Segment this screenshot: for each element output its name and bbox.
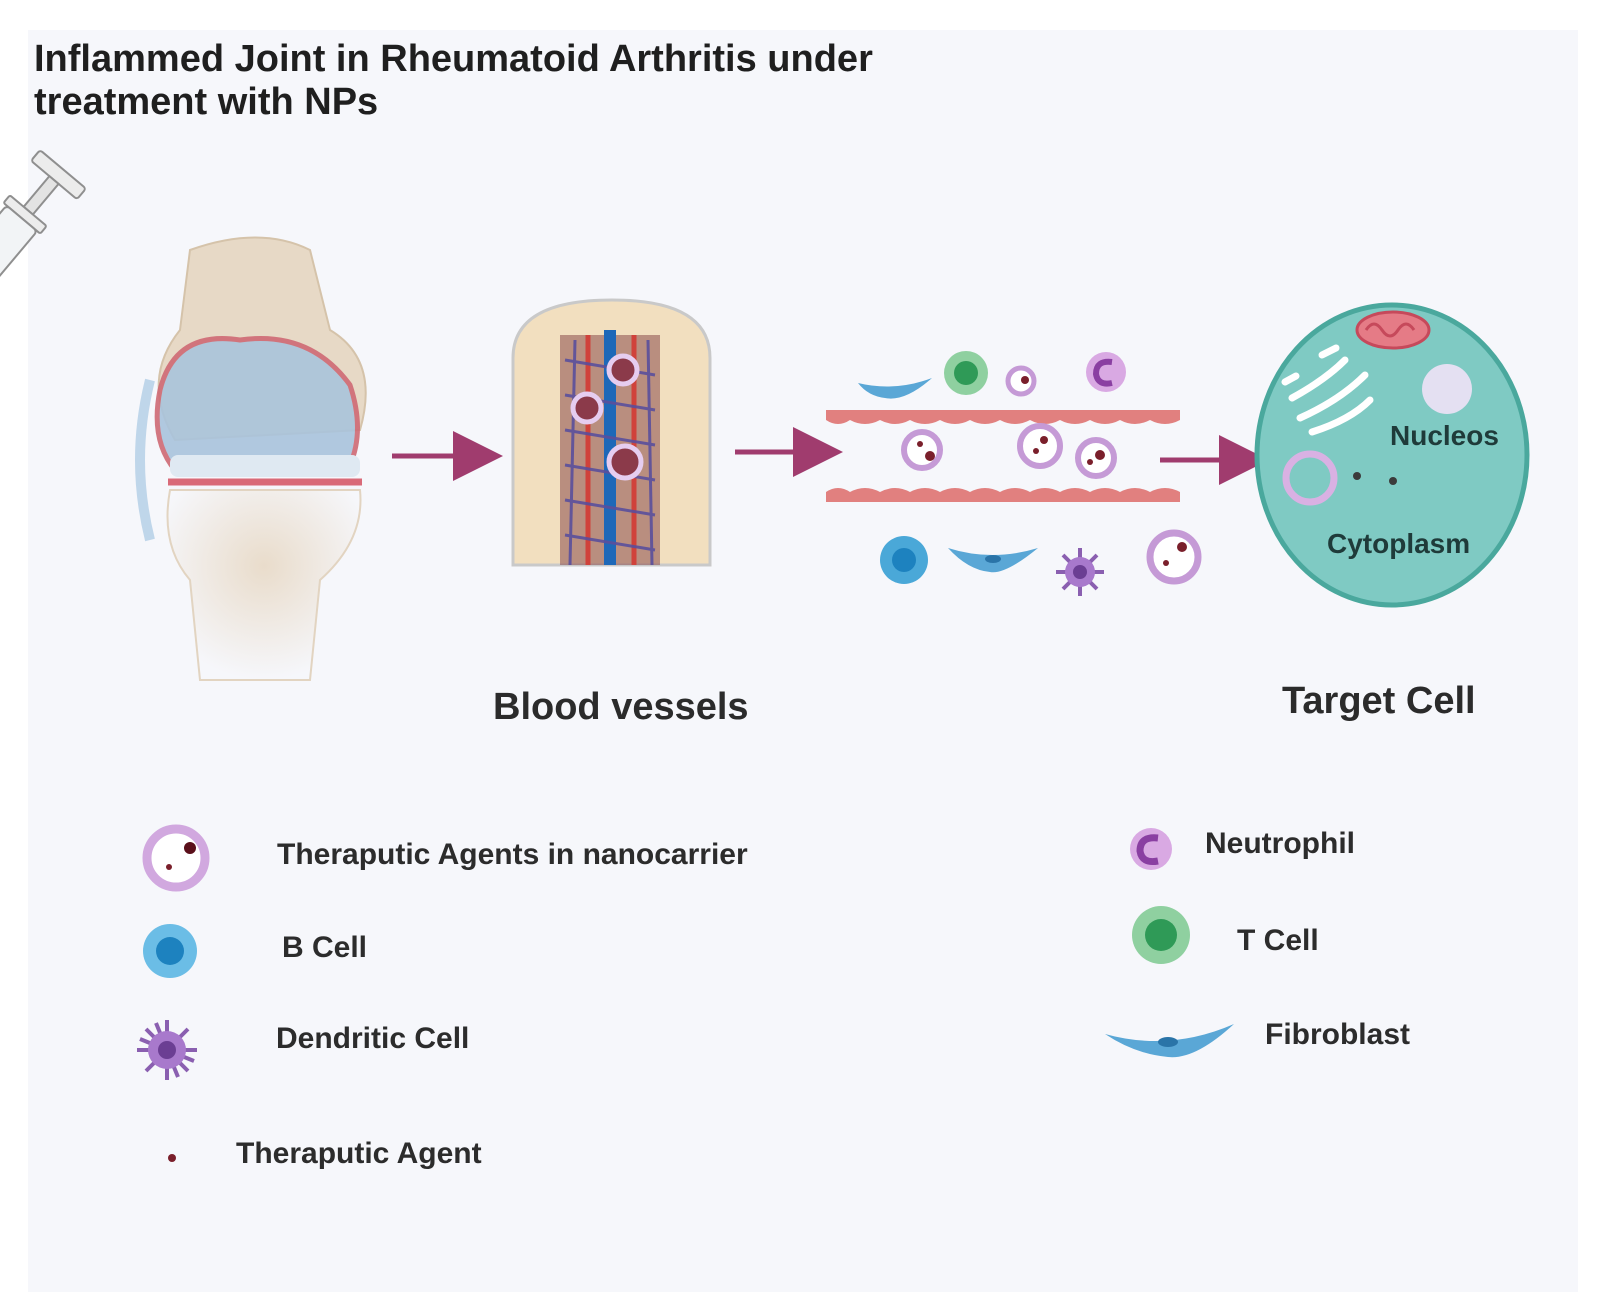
knee-joint-illustration: [0, 150, 367, 681]
vessel-with-cells-illustration: [826, 351, 1202, 596]
nucleus-icon: [1422, 364, 1472, 414]
nanocarrier-icon: [1282, 450, 1338, 506]
therapeutic-agent-dot: [1353, 472, 1361, 480]
legend-therapeutic-agent-icon: [168, 1154, 176, 1162]
cytoplasm-label: Cytoplasm: [1327, 528, 1471, 559]
legend-nanocarrier-label: Theraputic Agents in nanocarrier: [277, 838, 748, 871]
mitochondrion-icon: [1355, 310, 1431, 350]
legend-t-cell-label: T Cell: [1237, 924, 1319, 957]
nanocarrier-icon: [1075, 437, 1117, 479]
target-cell-label: Target Cell: [1282, 680, 1476, 722]
ligament: [135, 378, 155, 542]
therapeutic-agent-dot: [1389, 477, 1397, 485]
nanocarrier-in-bone: [570, 353, 644, 481]
nanocarrier-icon: [1017, 423, 1063, 469]
vessel-wall-bottom: [826, 488, 1180, 502]
nucleus-label: Nucleos: [1390, 420, 1499, 451]
t-cell-nucleus: [954, 361, 978, 385]
vessel-wall-top: [826, 410, 1180, 424]
legend-dendritic-cell-icon: [137, 1020, 197, 1080]
nanocarrier-icon: [1146, 529, 1202, 585]
legend-neutrophil-icon: [1130, 828, 1172, 870]
legend-b-cell-label: B Cell: [282, 931, 368, 964]
legend: [137, 824, 1234, 1162]
legend-neutrophil-label: Neutrophil: [1205, 827, 1355, 860]
legend-fibroblast-label: Fibroblast: [1265, 1018, 1411, 1051]
legend-b-cell-icon: [143, 924, 197, 978]
nanocarrier-icon: [1005, 365, 1037, 397]
bone-blood-vessels-illustration: [511, 298, 712, 567]
joint-space: [170, 455, 360, 477]
figure-title: Inflammed Joint in Rheumatoid Arthritis …: [34, 38, 873, 123]
dendritic-cell-icon: [1056, 548, 1104, 596]
nanocarrier-icon: [901, 429, 943, 471]
fibroblast-icon: [858, 378, 932, 399]
fibroblast-nucleus: [985, 555, 1001, 563]
legend-therapeutic-agent-label: Theraputic Agent: [236, 1137, 482, 1170]
golgi-icon: [1281, 344, 1374, 436]
tibia-bone: [166, 489, 362, 681]
inflamed-synovium: [154, 335, 360, 473]
b-cell-nucleus: [892, 548, 916, 572]
syringe-icon: [0, 150, 86, 315]
legend-nanocarrier-icon: [142, 824, 210, 892]
capillary-network: [564, 339, 656, 566]
legend-fibroblast-icon: [1105, 1024, 1234, 1058]
legend-dendritic-cell-label: Dendritic Cell: [276, 1022, 470, 1055]
legend-t-cell-icon: [1132, 906, 1190, 964]
neutrophil-icon: [1086, 352, 1126, 392]
target-cell-illustration: [1254, 302, 1530, 608]
blood-vessels-label: Blood vessels: [493, 686, 749, 728]
